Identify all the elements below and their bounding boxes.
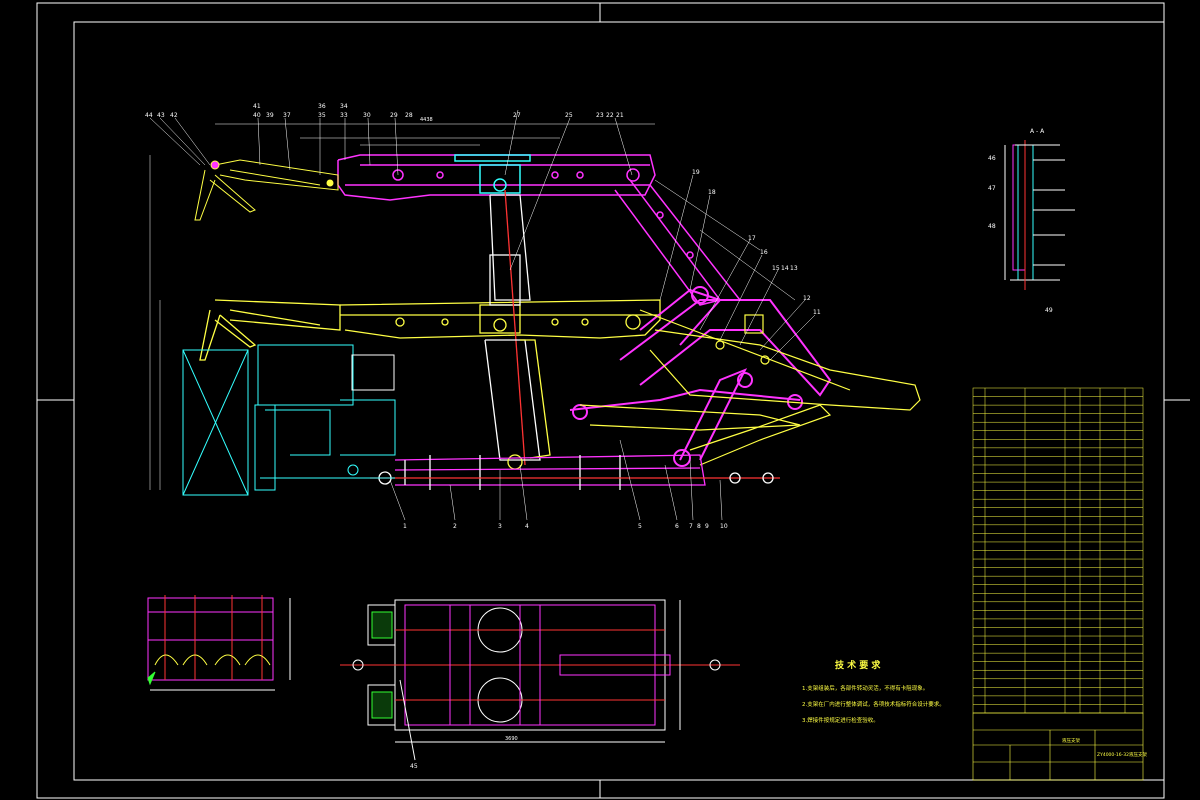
callout-15: 15 bbox=[772, 265, 780, 272]
linkage-magenta bbox=[569, 286, 832, 467]
callout-17: 17 bbox=[748, 235, 756, 242]
canopy-top-plate bbox=[454, 154, 531, 194]
conveyor bbox=[182, 344, 396, 496]
note-1: 1.支架组装后，各部件转动灵活，不得有卡阻现象。 bbox=[802, 684, 928, 692]
top-callouts: 44 43 42 41 40 39 37 36 35 34 33 30 29 2… bbox=[145, 103, 624, 119]
callout-6: 6 bbox=[675, 523, 679, 530]
callout-9: 9 bbox=[705, 523, 709, 530]
callout-33: 33 bbox=[340, 112, 348, 119]
callout-5: 5 bbox=[638, 523, 642, 530]
linkage-yellow bbox=[579, 309, 921, 466]
callout-8: 8 bbox=[697, 523, 701, 530]
title-block bbox=[972, 712, 1144, 781]
plan-width-dim: 3690 bbox=[505, 736, 518, 742]
notes-title: 技 术 要 求 bbox=[835, 659, 881, 671]
callout-1: 1 bbox=[403, 523, 407, 530]
callout-10: 10 bbox=[720, 523, 728, 530]
dimension-lines bbox=[149, 123, 796, 490]
right-callouts: 19 18 17 16 15 14 13 12 11 bbox=[692, 169, 821, 316]
callout-11: 11 bbox=[813, 309, 821, 316]
callout-48: 48 bbox=[988, 223, 996, 230]
callout-41: 41 bbox=[253, 103, 261, 110]
callout-18: 18 bbox=[708, 189, 716, 196]
callout-leaders bbox=[149, 109, 816, 521]
callout-16: 16 bbox=[760, 249, 768, 256]
hydraulic-legs bbox=[484, 189, 551, 470]
section-title: A - A bbox=[1030, 128, 1045, 135]
callout-43: 43 bbox=[157, 112, 165, 119]
callout-2: 2 bbox=[453, 523, 457, 530]
callout-47: 47 bbox=[988, 185, 996, 192]
technical-notes: 技 术 要 求 1.支架组装后，各部件转动灵活，不得有卡阻现象。 2.支架在厂内… bbox=[802, 659, 945, 724]
base-frame bbox=[370, 454, 780, 490]
callout-34: 34 bbox=[340, 103, 348, 110]
callout-14: 14 bbox=[781, 265, 789, 272]
callout-3: 3 bbox=[498, 523, 502, 530]
callout-13: 13 bbox=[790, 265, 798, 272]
callout-45: 45 bbox=[410, 763, 418, 770]
callout-4: 4 bbox=[525, 523, 529, 530]
callout-36: 36 bbox=[318, 103, 326, 110]
callout-22: 22 bbox=[606, 112, 614, 119]
canopy-raised bbox=[337, 154, 741, 306]
callout-35: 35 bbox=[318, 112, 326, 119]
callout-21: 21 bbox=[616, 112, 624, 119]
front-beam-raised bbox=[194, 159, 339, 221]
main-elevation-view: 4438 bbox=[145, 103, 921, 530]
callout-29: 29 bbox=[390, 112, 398, 119]
callout-39: 39 bbox=[266, 112, 274, 119]
note-3: 3.焊接件按规定进行检查验收。 bbox=[802, 716, 879, 724]
bottom-callouts: 1 2 3 4 5 6 7 8 9 10 bbox=[403, 523, 728, 530]
callout-42: 42 bbox=[170, 112, 178, 119]
sheet-frame bbox=[36, 2, 1190, 799]
canopy-lower bbox=[199, 299, 661, 361]
plan-view bbox=[340, 599, 740, 761]
callout-19: 19 bbox=[692, 169, 700, 176]
section-view: A - A 46 47 48 49 bbox=[988, 128, 1075, 314]
callout-12: 12 bbox=[803, 295, 811, 302]
title-block-name: 液压支架 bbox=[1062, 737, 1080, 744]
callout-49: 49 bbox=[1045, 307, 1053, 314]
callout-7: 7 bbox=[689, 523, 693, 530]
end-view bbox=[147, 595, 291, 691]
callout-27: 27 bbox=[513, 112, 521, 119]
callout-40: 40 bbox=[253, 112, 261, 119]
parts-table bbox=[972, 387, 1144, 714]
callout-46: 46 bbox=[988, 155, 996, 162]
callout-37: 37 bbox=[283, 112, 291, 119]
callout-25: 25 bbox=[565, 112, 573, 119]
callout-28: 28 bbox=[405, 112, 413, 119]
callout-30: 30 bbox=[363, 112, 371, 119]
note-2: 2.支架在厂内进行整体调试，各项技术指标符合设计要求。 bbox=[802, 700, 945, 708]
title-block-drawing-number: ZY4000-16-32液压支架 bbox=[1097, 751, 1147, 758]
dim-top: 4438 bbox=[420, 117, 433, 123]
callout-23: 23 bbox=[596, 112, 604, 119]
callout-44: 44 bbox=[145, 112, 153, 119]
